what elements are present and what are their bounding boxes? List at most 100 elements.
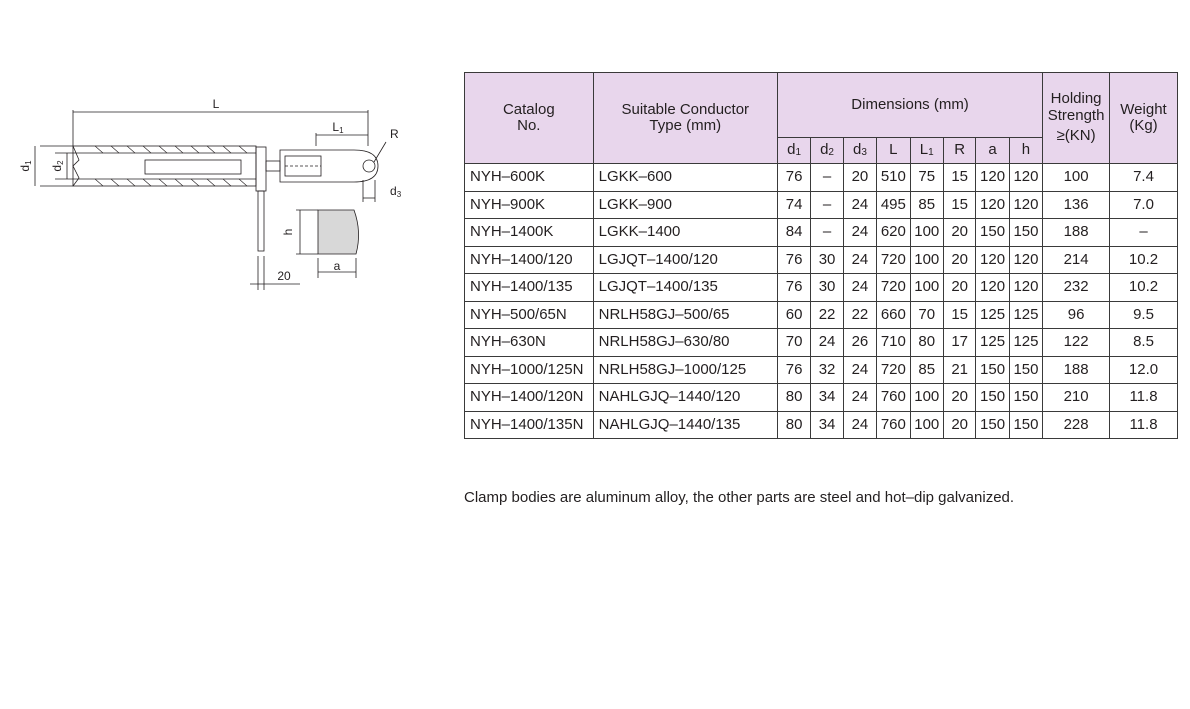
cell-L1: 100 bbox=[909, 410, 944, 439]
cell-holding-strength: 228 bbox=[1042, 410, 1111, 439]
cell-weight: 12.0 bbox=[1109, 355, 1178, 384]
label-20: 20 bbox=[277, 269, 291, 283]
cell-catalog-no: NYH–1400/120N bbox=[464, 383, 594, 412]
cell-R: 20 bbox=[942, 383, 977, 412]
cell-conductor-type: LGJQT–1400/135 bbox=[592, 273, 778, 302]
label-L: L bbox=[213, 97, 220, 111]
cell-conductor-type: NRLH58GJ–500/65 bbox=[592, 300, 778, 329]
cell-L: 620 bbox=[876, 218, 911, 247]
cell-weight: 9.5 bbox=[1109, 300, 1178, 329]
cell-holding-strength: 188 bbox=[1042, 218, 1111, 247]
cell-d3: 24 bbox=[842, 410, 878, 439]
cell-conductor-type: NAHLGJQ–1440/135 bbox=[592, 410, 778, 439]
header-d3: d3 bbox=[842, 137, 878, 164]
cell-holding-strength: 214 bbox=[1042, 245, 1111, 274]
cell-holding-strength: 210 bbox=[1042, 383, 1111, 412]
cell-weight: 7.4 bbox=[1109, 163, 1178, 192]
cell-d3: 24 bbox=[842, 355, 878, 384]
cell-d2: – bbox=[810, 163, 844, 192]
label-h: h bbox=[281, 229, 295, 236]
cell-d3: 24 bbox=[842, 273, 878, 302]
cell-a: 120 bbox=[975, 190, 1010, 219]
label-d2: d2 bbox=[50, 160, 65, 172]
cell-d2: 34 bbox=[810, 383, 844, 412]
cell-R: 15 bbox=[942, 300, 977, 329]
cell-d1: 84 bbox=[776, 218, 812, 247]
header-L1: L1 bbox=[909, 137, 944, 164]
cell-R: 17 bbox=[942, 328, 977, 357]
cell-weight: 11.8 bbox=[1109, 410, 1178, 439]
cell-d1: 70 bbox=[776, 328, 812, 357]
cell-L1: 75 bbox=[909, 163, 944, 192]
cell-d3: 24 bbox=[842, 245, 878, 274]
cell-L1: 70 bbox=[909, 300, 944, 329]
cell-h: 150 bbox=[1008, 218, 1044, 247]
header-d2: d2 bbox=[810, 137, 844, 164]
cell-weight: – bbox=[1109, 218, 1178, 247]
cell-R: 15 bbox=[942, 190, 977, 219]
cell-holding-strength: 100 bbox=[1042, 163, 1111, 192]
cell-a: 150 bbox=[975, 218, 1010, 247]
cell-h: 120 bbox=[1008, 245, 1044, 274]
cell-d2: 24 bbox=[810, 328, 844, 357]
cell-a: 150 bbox=[975, 410, 1010, 439]
cell-h: 150 bbox=[1008, 383, 1044, 412]
header-h: h bbox=[1008, 137, 1044, 164]
cell-d3: 20 bbox=[842, 163, 878, 192]
cell-d3: 24 bbox=[842, 218, 878, 247]
cell-L: 760 bbox=[876, 410, 911, 439]
cell-a: 125 bbox=[975, 328, 1010, 357]
cell-L: 720 bbox=[876, 273, 911, 302]
cell-h: 125 bbox=[1008, 328, 1044, 357]
cell-R: 20 bbox=[942, 410, 977, 439]
cell-catalog-no: NYH–600K bbox=[464, 163, 594, 192]
cell-d2: – bbox=[810, 218, 844, 247]
cell-catalog-no: NYH–630N bbox=[464, 328, 594, 357]
cell-d1: 60 bbox=[776, 300, 812, 329]
cell-R: 20 bbox=[942, 273, 977, 302]
cell-d1: 76 bbox=[776, 245, 812, 274]
header-d1: d1 bbox=[776, 137, 812, 164]
cell-holding-strength: 136 bbox=[1042, 190, 1111, 219]
cell-R: 15 bbox=[942, 163, 977, 192]
cell-d2: 30 bbox=[810, 273, 844, 302]
header-L: L bbox=[876, 137, 911, 164]
cell-L: 510 bbox=[876, 163, 911, 192]
cell-catalog-no: NYH–1400/135 bbox=[464, 273, 594, 302]
cell-R: 20 bbox=[942, 218, 977, 247]
cell-L1: 100 bbox=[909, 383, 944, 412]
cell-R: 21 bbox=[942, 355, 977, 384]
cell-catalog-no: NYH–1000/125N bbox=[464, 355, 594, 384]
label-L1: L1 bbox=[332, 120, 344, 135]
material-note: Clamp bodies are aluminum alloy, the oth… bbox=[464, 489, 1015, 506]
cell-weight: 11.8 bbox=[1109, 383, 1178, 412]
cell-conductor-type: NRLH58GJ–1000/125 bbox=[592, 355, 778, 384]
label-d3: d3 bbox=[390, 184, 402, 199]
cell-d1: 80 bbox=[776, 410, 812, 439]
cell-a: 120 bbox=[975, 245, 1010, 274]
cell-L: 660 bbox=[876, 300, 911, 329]
cell-catalog-no: NYH–1400K bbox=[464, 218, 594, 247]
cell-L: 720 bbox=[876, 355, 911, 384]
cell-d3: 24 bbox=[842, 383, 878, 412]
header-a: a bbox=[975, 137, 1010, 164]
cell-conductor-type: LGKK–900 bbox=[592, 190, 778, 219]
cell-weight: 10.2 bbox=[1109, 273, 1178, 302]
header-conductor-type: Suitable Conductor Type (mm) bbox=[592, 72, 778, 164]
header-dimensions: Dimensions (mm) bbox=[776, 72, 1044, 138]
cell-a: 120 bbox=[975, 163, 1010, 192]
specification-table: Catalog No. Suitable Conductor Type (mm)… bbox=[464, 72, 1178, 439]
cell-catalog-no: NYH–900K bbox=[464, 190, 594, 219]
cell-h: 120 bbox=[1008, 163, 1044, 192]
cell-L1: 100 bbox=[909, 245, 944, 274]
cell-holding-strength: 122 bbox=[1042, 328, 1111, 357]
cell-catalog-no: NYH–1400/135N bbox=[464, 410, 594, 439]
cell-h: 120 bbox=[1008, 190, 1044, 219]
cell-holding-strength: 96 bbox=[1042, 300, 1111, 329]
